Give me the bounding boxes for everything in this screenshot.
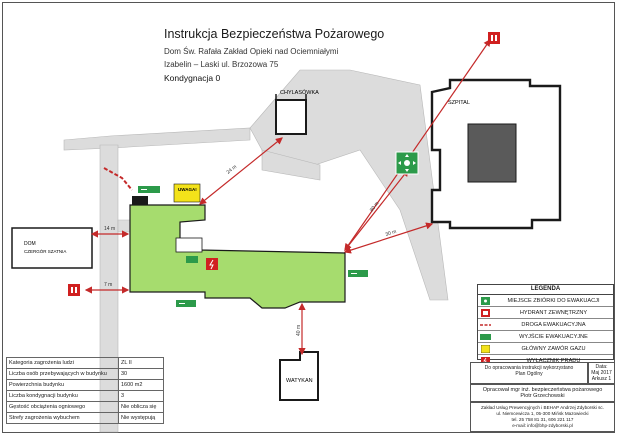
distance-label-6: 7 m <box>104 282 112 288</box>
info-label: Powierzchnia budynku <box>6 379 119 391</box>
document-note: Do opracowania instrukcji wykorzystano P… <box>470 362 588 384</box>
map-frame <box>2 2 615 433</box>
legend-item: DROGA EWAKUACYJNA <box>478 319 613 331</box>
date-value: Maj 2017 <box>591 370 612 376</box>
distance-label-1: 24 m <box>226 164 238 176</box>
institution-name: Dom Św. Rafała Zakład Opieki nad Ociemni… <box>164 47 339 56</box>
entrance-block <box>132 196 148 205</box>
exit-sign-icon <box>138 186 160 193</box>
date-box: Data: Maj 2017 Arkusz 1 <box>588 362 615 384</box>
hospital-core <box>467 123 517 183</box>
exit-sign-icon <box>480 333 491 341</box>
dom-label: DOM <box>24 241 36 247</box>
legend-label: WYJŚCIE EWAKUACYJNE <box>519 333 588 340</box>
legend-item: GŁÓWNY ZAWÓR GAZU <box>478 343 613 355</box>
info-label: Liczba kondygnacji budynku <box>6 390 119 402</box>
distance-label-4: 40 m <box>296 325 302 336</box>
arrow-to-assembly <box>344 169 409 251</box>
hydrant-icon <box>68 284 80 296</box>
distance-label-2: 80 m <box>369 201 381 213</box>
watykan-building <box>279 351 319 401</box>
info-label: Kategoria zagrożenia ludzi <box>6 357 119 369</box>
dom-label-2: CZERGÓR SZATNIA <box>24 248 66 254</box>
gas-warning-sign <box>173 183 201 203</box>
exit-sign-icon <box>176 300 196 307</box>
company-box: Zakład Usług Prewencyjnych i BEHAP Andrz… <box>470 402 615 432</box>
info-label: Gęstość obciążenia ogniowego <box>6 401 119 413</box>
info-value: ZL II <box>118 357 164 369</box>
floor-label: Kondygnacja 0 <box>164 73 221 83</box>
legend: LEGENDA MIEJSCE ZBIÓRKI DO EWAKUACJI HYD… <box>477 284 614 365</box>
distance-label-5: 14 m <box>104 226 115 232</box>
exit-sign-icon <box>186 256 198 263</box>
doc-line-text: Plan Ogólny <box>515 371 543 377</box>
info-label: Liczba osób przebywających w budynku <box>6 368 119 380</box>
company-name: Zakład Usług Prewencyjnych i BEHAP Andrz… <box>481 405 604 410</box>
evacuation-route-path <box>103 167 133 191</box>
gas-warning-text: UWAGA! <box>178 187 197 192</box>
legend-label: GŁÓWNY ZAWÓR GAZU <box>521 345 586 352</box>
distance-label-3: 30 m <box>385 229 397 238</box>
power-switch-icon <box>206 258 218 270</box>
info-value: Nie oblicza się <box>118 401 164 413</box>
info-value: Nie występują <box>118 412 164 424</box>
author-name: Piotr Grzechowski <box>520 393 565 399</box>
info-value: 3 <box>118 390 164 402</box>
assembly-point-icon <box>395 151 419 175</box>
watykan-label: WATYKAN <box>286 378 313 384</box>
doc-note-text: Do opracowania instrukcji wykorzystano <box>484 365 574 371</box>
distance-arrows <box>84 39 491 356</box>
legend-label: DROGA EWAKUACYJNA <box>521 321 586 328</box>
evacuation-route-icon <box>480 321 491 329</box>
legend-label: HYDRANT ZEWNĘTRZNY <box>519 309 588 316</box>
author-box: Opracował mgr inż. bezpieczeństwa pożaro… <box>470 384 615 402</box>
chylasowka-label: CHYLASÓWKA <box>280 89 319 96</box>
hospital-label: SZPITAL <box>448 100 470 106</box>
author-title: Opracował mgr inż. bezpieczeństwa pożaro… <box>482 387 603 393</box>
main-building <box>129 204 346 309</box>
hydrant-icon <box>488 32 500 44</box>
legend-title: LEGENDA <box>478 285 613 295</box>
info-value: 1600 m2 <box>118 379 164 391</box>
company-address: ul. Niemcewicza 1, 05-300 Mińsk Mazowiec… <box>496 411 589 416</box>
arrow-to-chylasowka <box>199 137 283 205</box>
page-title: Instrukcja Bezpieczeństwa Pożarowego <box>164 27 385 41</box>
road-upper <box>63 127 251 151</box>
arrow-to-hydrant-north <box>344 39 491 251</box>
date-label: Data: <box>595 364 608 370</box>
legend-item: MIEJSCE ZBIÓRKI DO EWAKUACJI <box>478 295 613 307</box>
sheet-number: Arkusz 1 <box>591 376 612 382</box>
company-phone: tel. 25 758 81 31, 606 221 117 <box>511 417 574 422</box>
assembly-point-icon <box>480 296 491 305</box>
hydrant-icon <box>480 308 491 317</box>
legend-item: WYJŚCIE EWAKUACYJNE <box>478 331 613 343</box>
legend-label: MIEJSCE ZBIÓRKI DO EWAKUACJI <box>507 297 600 304</box>
company-email: e-mail: info@bhp-zdyborski.pl <box>512 423 573 428</box>
exit-sign-icon <box>348 270 368 277</box>
dom-building <box>11 227 93 269</box>
courtyard-notch <box>175 237 203 253</box>
info-value: 30 <box>118 368 164 380</box>
legend-item: HYDRANT ZEWNĘTRZNY <box>478 307 613 319</box>
info-label: Strefy zagrożenia wybuchem <box>6 412 119 424</box>
legend-label: WYŁĄCZNIK PRĄDU <box>526 357 581 364</box>
address: Izabelin – Laski ul. Brzozowa 75 <box>164 60 279 69</box>
gas-valve-icon <box>480 344 491 353</box>
chylasowka-building <box>275 99 307 135</box>
